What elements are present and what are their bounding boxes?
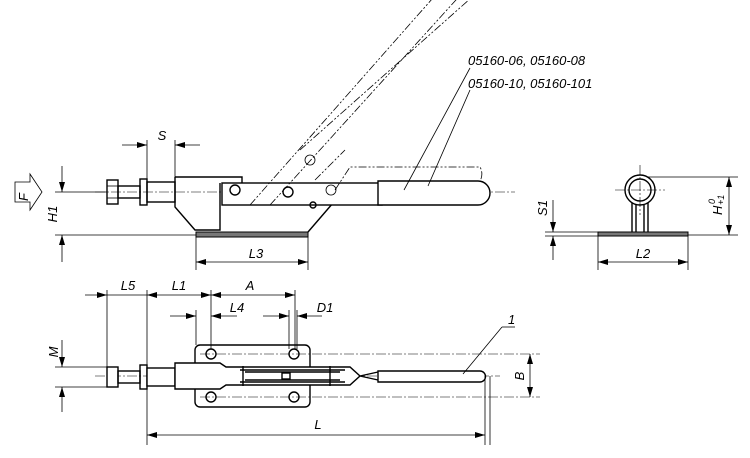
dim-L5: L5 (121, 278, 136, 293)
force-arrow-icon (14, 172, 43, 212)
dim-L: L (314, 417, 321, 432)
end-view: S1 L2 H 0 +1 (535, 165, 738, 270)
dim-D1: D1 (317, 300, 334, 315)
dim-H1: H1 (45, 206, 60, 223)
top-view: L5 L1 A L4 D1 M L B 1 (46, 278, 540, 445)
dim-H-tol-lower: +1 (716, 195, 726, 205)
dim-B: B (512, 371, 527, 380)
dim-H-tol-upper: 0 (707, 199, 717, 204)
dim-M: M (46, 346, 61, 357)
dim-L1: L1 (172, 278, 186, 293)
dim-L4: L4 (230, 300, 244, 315)
force-label: F (16, 192, 31, 201)
side-view: F 05160-06, 05160-08 05160-10, 05160-101… (14, 0, 592, 270)
variant-label-1: 05160-06, 05160-08 (468, 53, 586, 68)
dim-L2: L2 (636, 246, 651, 261)
dim-S: S (158, 128, 167, 143)
dim-A: A (245, 278, 255, 293)
dim-S1: S1 (535, 200, 550, 216)
dim-H: H (710, 205, 725, 215)
item-number-1: 1 (508, 312, 515, 327)
dim-L3: L3 (249, 246, 264, 261)
variant-label-2: 05160-10, 05160-101 (468, 76, 592, 91)
